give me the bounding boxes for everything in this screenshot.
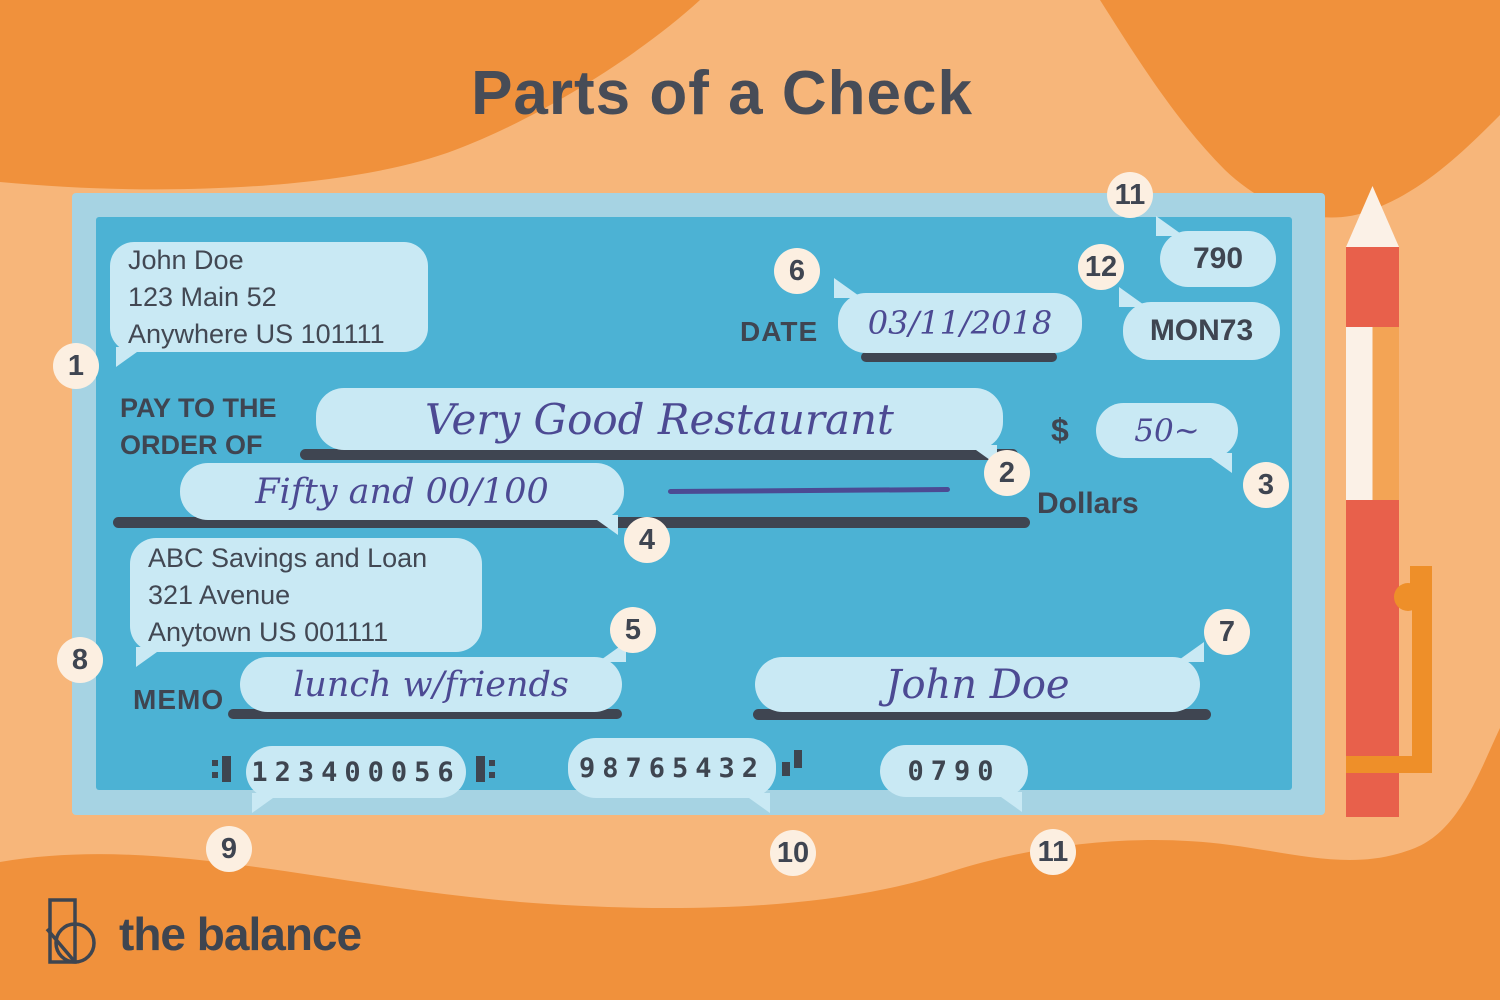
pay-to-label: PAY TO THE ORDER OF — [120, 390, 277, 464]
date-label: DATE — [740, 316, 819, 347]
callout-11-bottom: 11 — [1030, 829, 1076, 875]
pay-to-label-line2: ORDER OF — [120, 430, 263, 460]
callout-3: 3 — [1243, 462, 1289, 508]
payer-address-line2: Anywhere US 101111 — [128, 318, 385, 349]
callout-1: 1 — [53, 343, 99, 389]
check-number-bubble: 0790 — [880, 745, 1028, 812]
callout-2: 2 — [984, 450, 1030, 496]
pen-lower-barrel — [1346, 500, 1399, 756]
pen-upper-barrel — [1346, 247, 1399, 327]
payee-line — [300, 449, 1018, 460]
pen-band — [1346, 756, 1432, 773]
account-number-bubble: 98765432 — [568, 738, 776, 813]
callout-4: 4 — [624, 517, 670, 563]
bank-address-line1: 321 Avenue — [148, 579, 291, 610]
brand-name: the balance — [119, 908, 362, 960]
amount-numeric: 50~ — [1134, 412, 1200, 449]
fractional-number: 790 — [1192, 242, 1244, 275]
routing-number: 123400056 — [251, 756, 461, 788]
pen-clip-top — [1410, 566, 1432, 586]
bank-id-bubble: MON73 — [1119, 287, 1280, 360]
pen-clip-bar — [1412, 582, 1432, 758]
micr-transit-symbol-left — [212, 756, 231, 782]
brand-logo-mark — [45, 898, 96, 964]
payer-name: John Doe — [128, 244, 244, 275]
memo-label: MEMO — [133, 684, 225, 715]
date-line — [861, 352, 1057, 362]
amount-words-bubble: Fifty and 00/100 — [180, 463, 624, 535]
micr-on-us-symbol — [782, 750, 802, 778]
memo-bubble: lunch w/friends — [240, 642, 626, 712]
bank-address-line2: Anytown US 001111 — [148, 616, 389, 647]
amount-words: Fifty and 00/100 — [255, 471, 549, 512]
date-bubble: 03/11/2018 — [834, 278, 1082, 353]
payee-bubble: Very Good Restaurant — [316, 388, 1003, 465]
callout-6: 6 — [774, 248, 820, 294]
callout-11-top: 11 — [1107, 172, 1153, 218]
bank-id: MON73 — [1149, 314, 1254, 347]
pen-mid-barrel — [1346, 327, 1399, 500]
routing-number-bubble: 123400056 — [246, 746, 466, 813]
amount-bubble: 50~ — [1096, 403, 1238, 473]
pay-to-label-line1: PAY TO THE — [120, 393, 277, 423]
amount-line — [113, 517, 1030, 528]
signature-bubble: John Doe — [755, 642, 1204, 712]
page-title: Parts of a Check — [471, 59, 973, 128]
check-number-micr: 0790 — [907, 755, 1001, 787]
pen-bottom — [1346, 773, 1399, 817]
memo-line — [228, 709, 622, 719]
dollars-label: Dollars — [1037, 487, 1139, 520]
account-number: 98765432 — [578, 752, 766, 784]
signature-line — [753, 709, 1211, 720]
date-value: 03/11/2018 — [867, 304, 1053, 342]
dollar-sign: $ — [1051, 412, 1069, 448]
signature: John Doe — [885, 661, 1070, 708]
payer-address-bubble: John Doe 123 Main 52 Anywhere US 101111 — [110, 242, 428, 367]
fractional-number-bubble: 790 — [1156, 216, 1276, 287]
brand-logo: the balance — [45, 898, 362, 970]
callout-7: 7 — [1204, 609, 1250, 655]
callout-10: 10 — [770, 830, 816, 876]
callout-12: 12 — [1078, 244, 1124, 290]
payer-address-line1: 123 Main 52 — [128, 281, 277, 312]
callout-9: 9 — [206, 826, 252, 872]
memo-value: lunch w/friends — [293, 664, 569, 705]
bank-address-bubble: ABC Savings and Loan 321 Avenue Anytown … — [130, 538, 482, 667]
bank-name: ABC Savings and Loan — [148, 542, 428, 573]
micr-transit-symbol-right — [476, 756, 495, 782]
callout-5: 5 — [610, 607, 656, 653]
callout-8: 8 — [57, 637, 103, 683]
payee-name: Very Good Restaurant — [425, 394, 894, 444]
